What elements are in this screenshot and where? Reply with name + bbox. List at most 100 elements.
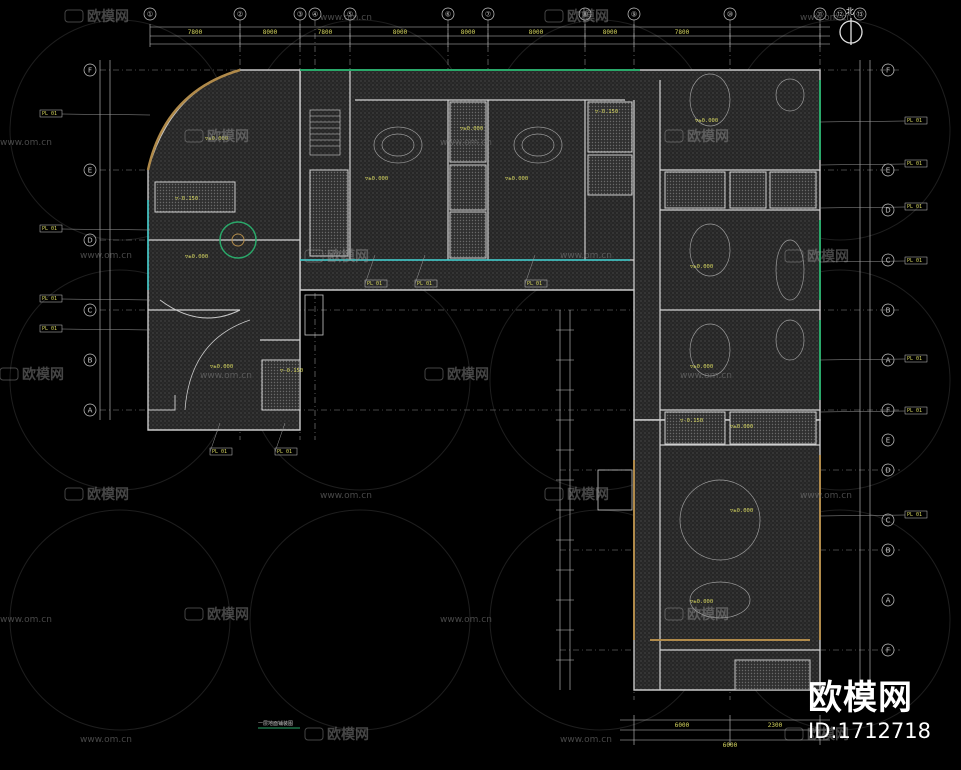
axis-label: ④ [312,11,318,19]
axis-bubble-left: C [83,303,97,317]
watermark-url: www.om.cn [680,371,732,381]
axis-bubble-right: C [881,513,895,527]
axis-label: A [88,407,93,415]
material-tag: PL 01 [39,294,151,303]
watermark-url: www.om.cn [80,251,132,261]
watermark-logo: 欧模网 [184,128,249,145]
elevation-label: ▽-0.150 [280,368,303,374]
tag-label: PL 01 [527,281,542,287]
axis-label: ⑫ [837,11,844,19]
material-tag: PL 01 [39,324,151,333]
elevation-label: ▽±0.000 [460,126,483,132]
building-floor [147,69,821,691]
axis-label: ① [147,11,153,19]
axis-bubble-left: B [83,353,97,367]
watermark-logo-text: 欧模网 [87,8,129,25]
elevation-label: ▽±0.000 [730,508,753,514]
dimension-label: 8000 [529,29,544,36]
axis-label: E [886,167,890,175]
watermark-logo-text: 欧模网 [567,486,609,503]
axis-bubble-left: F [83,63,97,77]
tag-label: PL 01 [907,408,922,414]
axis-bubble-top: ③ [293,7,307,21]
elevation-label: ▽-0.150 [595,109,618,115]
watermark-logo: 欧模网 [544,8,609,25]
material-tags: PL 01 PL 01 PL 01 PL 01 PL 01 PL 01 PL 01 PL 01… [39,109,928,519]
material-tag: PL 01 [819,159,928,168]
elevation-label: ▽±0.000 [505,176,528,182]
watermark-url: www.om.cn [200,371,252,381]
axis-bubble-top: ② [233,7,247,21]
dimension-label: 8000 [393,29,408,36]
tag-label: PL 01 [417,281,432,287]
watermark-logo: 欧模网 [664,128,729,145]
elevation-label: ▽-0.150 [175,196,198,202]
watermark-logo: 欧模网 [784,248,849,265]
entrance-bay [734,659,811,691]
axis-bubble-right: B [881,543,895,557]
watermark-logo: 欧模网 [64,486,129,503]
elevation-label: ▽±0.000 [690,364,713,370]
elevation-label: ▽±0.000 [365,176,388,182]
axis-bubble-left: E [83,163,97,177]
watermark-url: www.om.cn [320,491,372,501]
axis-bubble-top: ⑦ [481,7,495,21]
axis-label: D [885,207,890,215]
top-dimension-chain [150,26,830,45]
elevation-label: ▽±0.000 [185,254,208,260]
elevation-labels: ▽±0.000 ▽-0.150 ▽±0.000 ▽±0.000 ▽-0.150 ▽±0.0… [175,109,753,605]
axis-label: A [886,357,891,365]
material-tag: PL 01 [524,254,548,288]
north-arrow-icon [838,10,864,48]
axis-label: B [886,547,891,555]
axis-label: E [886,437,890,445]
elevation-label: ▽±0.000 [690,264,713,270]
material-tag: PL 01 [819,116,928,125]
watermark-logo: 欧模网 [0,366,64,383]
axis-bubble-top: ① [143,7,157,21]
north-label: 北 [846,7,854,16]
watermark-logo: 欧模网 [784,726,849,743]
watermark-logo: 欧模网 [304,726,369,743]
watermark-logo-text: 欧模网 [207,606,249,623]
axis-label: D [87,237,92,245]
axis-label: F [886,647,890,655]
watermark-url: www.om.cn [0,138,52,148]
wet-rooms [154,101,817,445]
floor-pattern-ellipses [373,73,805,619]
brand-id: ID:1712718 [808,719,931,743]
axis-bubble-top: ⑫ [833,7,847,21]
watermark-logo-text: 欧模网 [447,366,489,383]
axis-label: ⑩ [727,11,733,19]
material-tag: PL 01 [364,254,388,288]
watermark-url: www.om.cn [440,615,492,625]
axis-label: B [886,307,891,315]
material-tag: PL 01 [819,406,928,415]
axis-bubble-top: ⑥ [441,7,455,21]
watermark-url: www.om.cn [800,13,852,23]
axis-label: C [88,307,93,315]
axis-bubble-right: C [881,253,895,267]
axis-bubble-right: B [881,303,895,317]
material-tag: PL 01 [39,109,151,118]
material-tag: PL 01 [819,354,928,363]
elevation-label: ▽-0.150 [680,418,703,424]
axis-label: ⑥ [445,11,451,19]
elevation-label: ▽±0.000 [205,136,228,142]
tag-label: PL 01 [212,449,227,455]
drawing-title: 一层地面铺装图 [258,720,293,727]
watermark-url: www.om.cn [440,138,492,148]
window-accents-brown [633,455,821,641]
watermark-url: www.om.cn [80,735,132,745]
tag-label: PL 01 [907,118,922,124]
top-dimension-ticks [149,24,821,47]
courtyard-ticks [556,329,574,661]
axis-label: ⑦ [485,11,491,19]
watermark-logo-text: 欧模网 [807,248,849,265]
axis-label: C [886,517,891,525]
left-axis-bubbles: F E D C B A [83,63,97,417]
bottom-dimension-chain [620,715,830,745]
